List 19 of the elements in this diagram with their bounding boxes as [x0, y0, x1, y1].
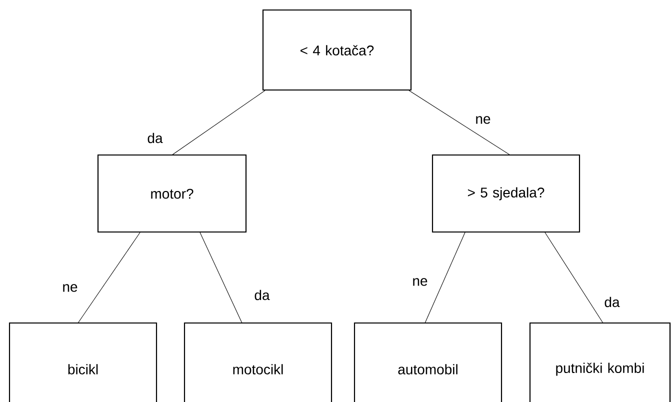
connector-line	[172, 90, 266, 156]
decision-box: automobil	[354, 322, 502, 402]
decision-box: motocikl	[184, 322, 332, 402]
edge-label: da	[252, 288, 272, 302]
connector-line	[78, 232, 140, 324]
decision-box: > 5 sjedala?	[432, 154, 580, 233]
edge-label: ne	[60, 282, 80, 294]
edge-label: ne	[474, 114, 492, 126]
connector-line	[200, 232, 242, 324]
connector-line	[424, 232, 466, 324]
edge-label: da	[146, 132, 164, 144]
connector-line	[544, 232, 604, 324]
decision-box: putnički kombi	[529, 322, 671, 402]
edge-label: da	[602, 296, 622, 308]
connector-line	[408, 90, 510, 156]
edge-label: ne	[410, 276, 430, 288]
decision-box: motor?	[97, 154, 247, 233]
decision-box: < 4 kotača?	[262, 9, 412, 91]
decision-box: bicikl	[8, 322, 158, 402]
